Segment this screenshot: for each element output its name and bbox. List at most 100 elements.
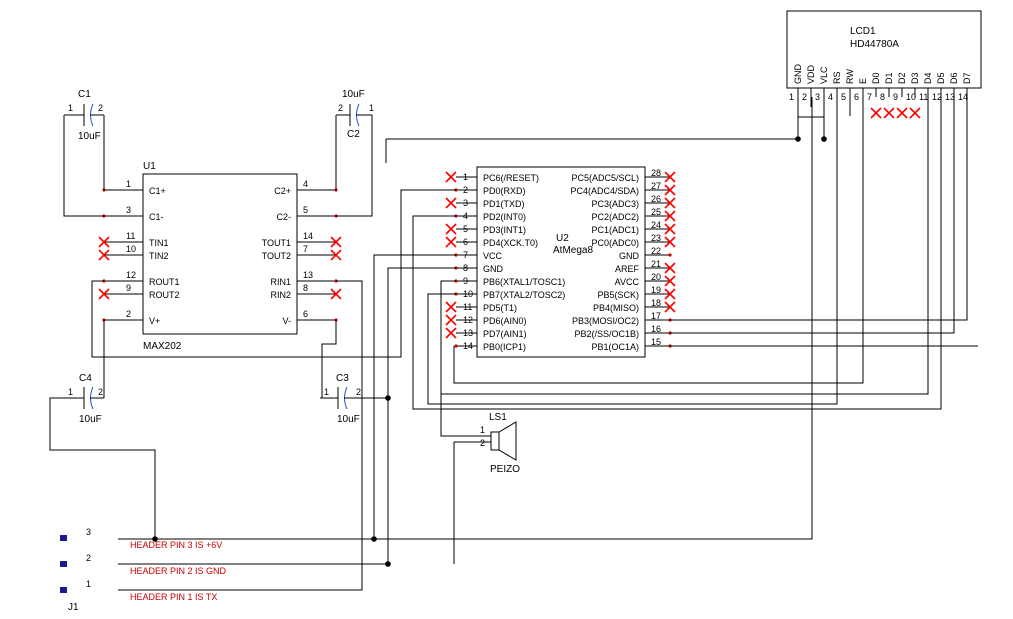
no-connect-mark: [445, 327, 457, 339]
c1-pin-b: 2: [98, 103, 103, 113]
c2-pin-b: 1: [369, 103, 374, 113]
junction-dot: [795, 136, 801, 142]
c4-value: 10uF: [79, 414, 102, 425]
max202-body: [142, 173, 298, 335]
lcd-pin-name-d7: D7: [962, 72, 972, 84]
u1-pin-name: ROUT2: [149, 290, 180, 300]
u1-part: MAX202: [143, 341, 182, 352]
c1-pin-a: 1: [68, 103, 73, 113]
u1-pin-num: 1: [126, 179, 131, 189]
u2-pin-name: PC6(/RESET): [483, 173, 539, 183]
u2-pin-num: 28: [651, 168, 661, 178]
u2-pin-name: PC5(ADC5/SCL): [571, 173, 639, 183]
u2-pin-name: PD1(TXD): [483, 199, 525, 209]
lcd-pin-num: 1: [789, 92, 794, 102]
c3-value: 10uF: [337, 414, 360, 425]
junction-dot: [152, 536, 158, 542]
ls1-value: PEIZO: [490, 464, 520, 475]
header-note-pin2: HEADER PIN 2 IS GND: [130, 566, 227, 576]
lcd-pin-num: 8: [880, 92, 885, 102]
no-connect-mark: [445, 171, 457, 183]
u2-pin-num: 26: [651, 194, 661, 204]
u2-pin-num: 27: [651, 181, 661, 191]
u2-pin-num: 20: [651, 272, 661, 282]
lcd-pin-num: 6: [854, 92, 859, 102]
u2-pin-name: PB0(ICP1): [483, 342, 526, 352]
u2-pin-num: 25: [651, 207, 661, 217]
u2-pin-name: PC4(ADC4/SDA): [570, 186, 639, 196]
u2-pin-num: 18: [651, 298, 661, 308]
u1-pin-name: TOUT1: [262, 238, 291, 248]
u2-pin-num: 24: [651, 220, 661, 230]
u2-pin-num: 13: [463, 328, 473, 338]
c2-value: 10uF: [342, 89, 365, 100]
u2-pin-name: PB7(XTAL2/TOSC2): [483, 290, 565, 300]
u2-pin-name: PB2(/SS/OC1B): [574, 329, 639, 339]
no-connect-mark: [664, 236, 676, 248]
lcd-pin-num: 2: [802, 92, 807, 102]
lcd-pin-name-d1: D1: [884, 72, 894, 84]
u1-pin-name: V-: [282, 316, 291, 326]
max202-chip: U1 MAX202 1C1+3C1-11TIN110TIN212ROUT19RO…: [98, 161, 342, 352]
u1-pin-num: 8: [303, 283, 308, 293]
u2-pin-name: PC0(ADC0): [591, 238, 639, 248]
u1-pin-num: 6: [303, 309, 308, 319]
lcd-pin-name-rs: RS: [832, 71, 842, 84]
u2-pin-num: 2: [463, 185, 468, 195]
no-connect-mark: [909, 107, 921, 119]
u2-pin-num: 5: [463, 224, 468, 234]
lcd-pin-name-d2: D2: [897, 72, 907, 84]
no-connect-mark: [664, 275, 676, 287]
lcd-pin-num: 10: [906, 92, 916, 102]
no-connect-mark: [870, 107, 882, 119]
no-connect-mark: [445, 236, 457, 248]
u2-pin-num: 8: [463, 263, 468, 273]
no-connect-mark: [330, 249, 342, 261]
c2-ref: C2: [347, 129, 360, 140]
u2-pin-num: 11: [463, 302, 472, 312]
u2-pin-name: VCC: [483, 251, 503, 261]
atmega8-body: [476, 166, 646, 358]
u2-pin-name: PB6(XTAL1/TOSC1): [483, 277, 565, 287]
u2-pin-name: GND: [483, 264, 504, 274]
u2-pin-num: 9: [463, 276, 468, 286]
u1-pin-name: C1+: [149, 186, 166, 196]
ls1-ref: LS1: [489, 412, 507, 423]
lcd-pin-name-d5: D5: [936, 72, 946, 84]
lcd-pin-num: 3: [815, 92, 820, 102]
u2-pin-num: 15: [651, 337, 661, 347]
c4-pin-b: 2: [98, 387, 103, 397]
lcd-pin-num: 7: [867, 92, 872, 102]
no-connect-mark: [896, 107, 908, 119]
lcd-pin-name-vdd: VDD: [806, 64, 816, 84]
no-connect-mark: [98, 288, 110, 300]
u2-pin-name: PB4(MISO): [593, 303, 639, 313]
u2-pin-num: 22: [651, 246, 661, 256]
c4-ref: C4: [79, 373, 92, 384]
lcd-pin-num: 11: [919, 92, 928, 102]
u2-pin-name: PD0(RXD): [483, 186, 526, 196]
u2-pin-name: GND: [619, 251, 640, 261]
u1-pin-name: ROUT1: [149, 277, 180, 287]
u1-pin-num: 7: [303, 244, 308, 254]
header-note-pin1: HEADER PIN 1 IS TX: [130, 592, 217, 602]
c2-pin-a: 2: [338, 103, 343, 113]
u2-pin-num: 17: [651, 311, 661, 321]
lcd-pin-name-d4: D4: [923, 72, 933, 84]
no-connect-mark: [664, 288, 676, 300]
lcd-ref: LCD1: [850, 26, 876, 37]
u2-pin-num: 4: [463, 211, 468, 221]
u1-pin-num: 2: [126, 309, 131, 319]
lcd-pin-num: 9: [893, 92, 898, 102]
u2-pin-num: 1: [463, 172, 468, 182]
u2-pin-name: AREF: [615, 264, 640, 274]
u2-pin-num: 14: [463, 341, 473, 351]
u1-pin-num: 12: [126, 270, 136, 280]
u2-pin-name: PB5(SCK): [597, 290, 639, 300]
no-connect-mark: [445, 223, 457, 235]
capacitor-c3: C3 1 2 10uF: [320, 373, 362, 425]
header-pin-3-terminal: [60, 535, 67, 541]
u2-pin-name: PC2(ADC2): [591, 212, 639, 222]
